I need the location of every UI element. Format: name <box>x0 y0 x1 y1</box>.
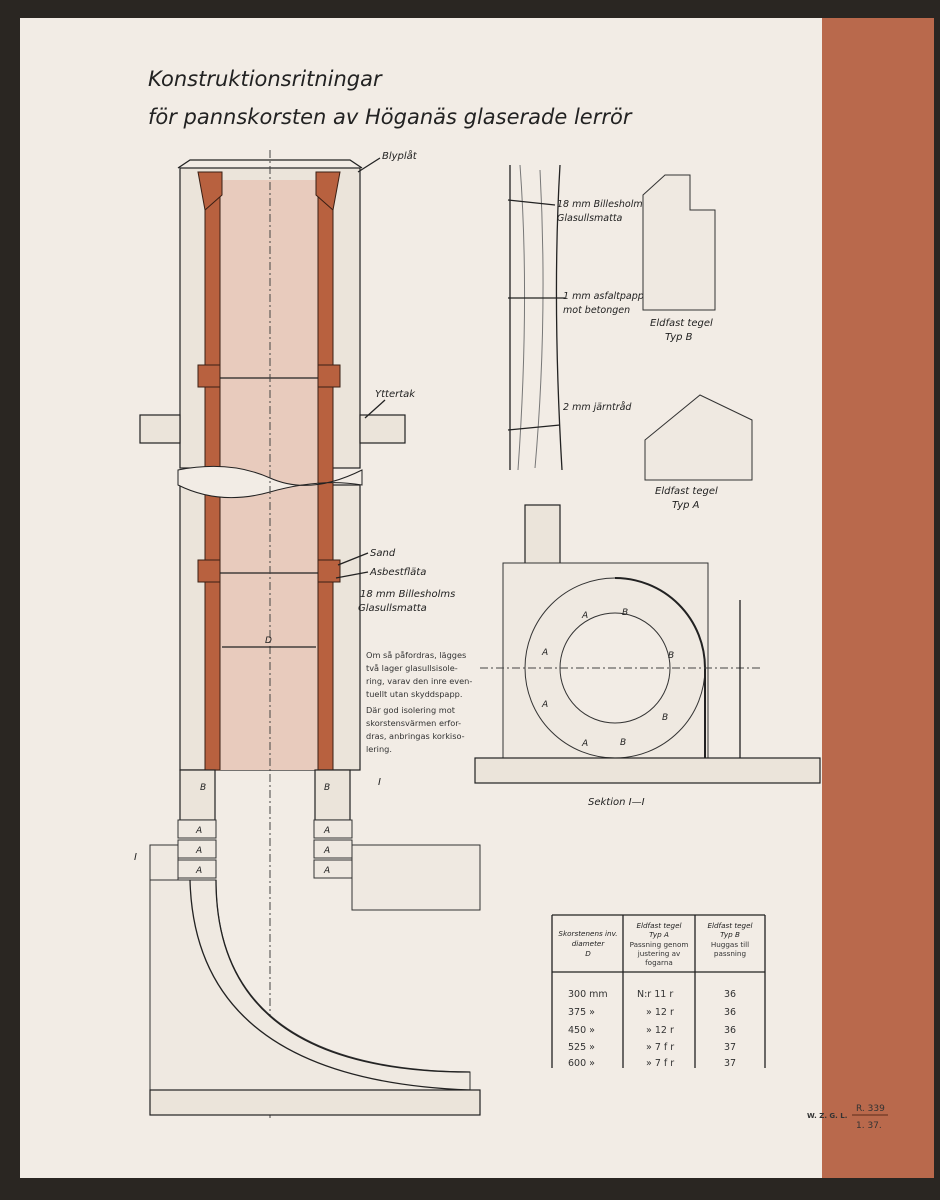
section-mark: I <box>134 852 137 863</box>
brown-margin-strip <box>822 18 934 1178</box>
table-header: fogarna <box>645 958 673 967</box>
table-header: Eldfast tegel <box>636 921 681 930</box>
section-i-i: A A A A B B B B Sektion I—I <box>474 504 821 808</box>
publisher-mark: W. Z. G. L. <box>807 1112 847 1120</box>
brick-a-label: A <box>323 846 330 856</box>
typ-b-label: Eldfast tegel <box>650 318 713 329</box>
table-header: Passning genom <box>630 940 689 949</box>
brick-b-label: B <box>324 783 330 793</box>
section-caption: Sektion I—I <box>588 797 645 808</box>
label-glasull-2: Glasullsmatta <box>358 603 427 614</box>
table-header: justering av <box>637 949 681 958</box>
note-line: skorstensvärmen erfor- <box>366 718 461 728</box>
note-line: lering. <box>366 744 392 754</box>
typ-a-label: Eldfast tegel <box>655 486 718 497</box>
brick-a-label: A <box>323 866 330 876</box>
footer-reference: W. Z. G. L. R. 339 1. 37. <box>807 1104 888 1131</box>
title-line-2: för pannskorsten av Höganäs glaserade le… <box>148 105 633 129</box>
note-line: Där god isolering mot <box>366 705 456 715</box>
brick-type-b: Eldfast tegel Typ B <box>642 174 716 343</box>
table-cell: 300 mm <box>568 989 608 1000</box>
typ-a-sublabel: Typ A <box>672 500 700 511</box>
reference-top: R. 339 <box>856 1104 885 1114</box>
reference-bottom: 1. 37. <box>856 1121 882 1131</box>
brick-a-label: A <box>541 700 548 710</box>
flue-base: B B A A A A A A I I <box>134 769 481 1116</box>
label-asfaltpapp-1: 1 mm asfaltpapp <box>563 291 644 302</box>
table-cell: 450 » <box>568 1025 595 1036</box>
brick-type-a: Eldfast tegel Typ A <box>644 394 753 511</box>
label-yttertak: Yttertak <box>375 389 416 400</box>
label-asbestflata: Asbestfläta <box>369 567 426 578</box>
label-billesholms-2: 18 mm Billesholms <box>360 589 455 600</box>
typ-b-sublabel: Typ B <box>665 332 693 343</box>
table-header: Typ B <box>720 930 740 939</box>
table-header: Eldfast tegel <box>707 921 752 930</box>
label-sand: Sand <box>370 548 396 559</box>
table-cell: 375 » <box>568 1007 595 1018</box>
table-header: Skorstenens inv. <box>558 929 617 938</box>
table-cell: » 12 r <box>646 1007 674 1018</box>
table-cell: 36 <box>724 1025 736 1036</box>
table-header: D <box>585 949 591 958</box>
brick-a-label: A <box>323 826 330 836</box>
insulation-note: Om så påfordras, lägges två lager glasul… <box>366 650 472 754</box>
table-cell: 600 » <box>568 1058 595 1069</box>
brick-b-label: B <box>620 738 626 748</box>
brick-b-label: B <box>200 783 206 793</box>
table-header: Typ A <box>649 930 669 939</box>
table-cell: » 12 r <box>646 1025 674 1036</box>
table-cell: 525 » <box>568 1042 595 1053</box>
label-asfaltpapp-2: mot betongen <box>563 305 630 316</box>
brick-a-label: A <box>195 826 202 836</box>
table-cell: 36 <box>724 1007 736 1018</box>
table-cell: 37 <box>724 1058 736 1069</box>
dimension-d-label: D <box>265 636 272 646</box>
chimney-section: D Blyplåt Yttertak Sand Asbestfläta 18 m… <box>139 149 455 1120</box>
table-header: Huggas till <box>711 940 749 949</box>
table-cell: » 7 f r <box>646 1042 674 1053</box>
section-mark: I <box>378 777 381 788</box>
note-line: tuellt utan skyddspapp. <box>366 689 462 699</box>
label-jarntrad: 2 mm järntråd <box>563 402 632 413</box>
brick-b-label: B <box>668 651 674 661</box>
table-cell: 36 <box>724 989 736 1000</box>
note-line: ring, varav den inre even- <box>366 676 472 686</box>
title-line-1: Konstruktionsritningar <box>148 67 383 91</box>
brick-b-label: B <box>622 608 628 618</box>
table-cell: N:r 11 r <box>637 989 673 1000</box>
table-cell: 37 <box>724 1042 736 1053</box>
brick-b-label: B <box>662 713 668 723</box>
dimension-table: Skorstenens inv. diameter D Eldfast tege… <box>551 914 766 1069</box>
wall-detail: 18 mm Billesholms Glasullsmatta 1 mm asf… <box>507 164 648 471</box>
note-line: dras, anbringas korkiso- <box>366 731 465 741</box>
label-glasull-1: Glasullsmatta <box>557 213 623 224</box>
label-billesholms-1: 18 mm Billesholms <box>557 199 648 210</box>
table-header: diameter <box>572 939 606 948</box>
note-line: Om så påfordras, lägges <box>366 650 466 660</box>
brick-a-label: A <box>195 846 202 856</box>
note-line: två lager glasullsisole- <box>366 663 458 673</box>
table-header: passning <box>714 949 746 958</box>
brick-a-label: A <box>581 611 588 621</box>
brick-a-label: A <box>581 739 588 749</box>
label-blyplat: Blyplåt <box>382 149 418 162</box>
table-cell: » 7 f r <box>646 1058 674 1069</box>
brick-a-label: A <box>541 648 548 658</box>
brick-a-label: A <box>195 866 202 876</box>
